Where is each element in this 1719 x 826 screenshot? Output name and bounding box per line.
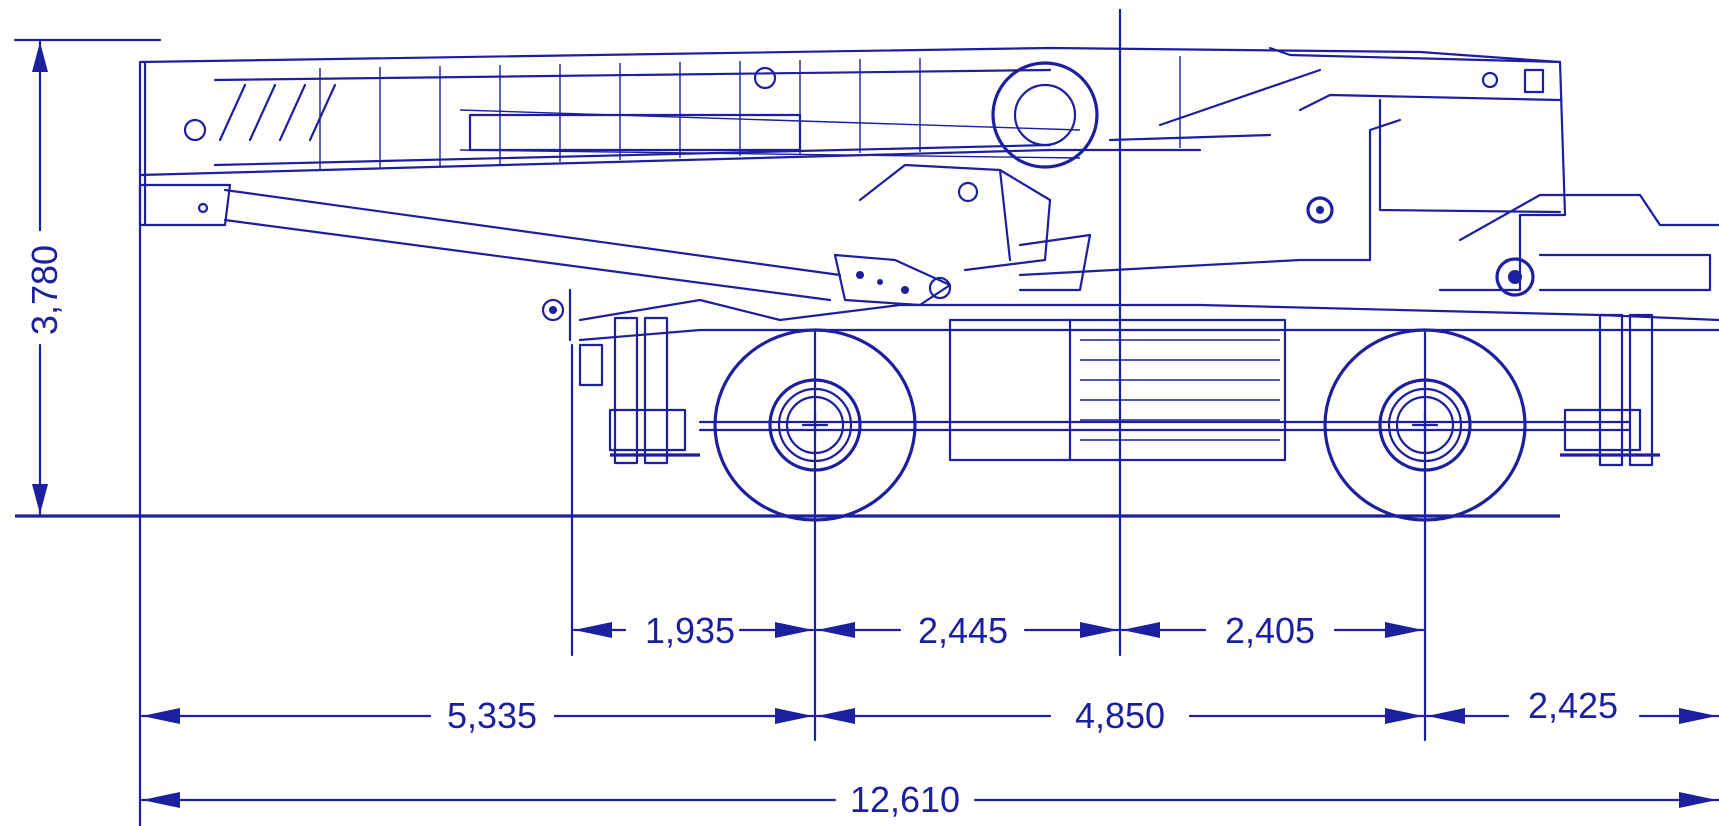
- dim-label-wheelbase: 4,850: [1075, 695, 1165, 736]
- dim-label-slew-center-to-rear-axle: 2,405: [1225, 610, 1315, 651]
- dim-overall-height: 3,780: [24, 40, 65, 516]
- telescopic-boom: [138, 46, 1562, 302]
- superstructure: [833, 8, 1719, 657]
- dim-label-overall-height: 3,780: [24, 245, 65, 335]
- carrier-chassis: [541, 288, 1719, 467]
- dim-label-front-outrigger-to-axle: 1,935: [645, 610, 735, 651]
- dim-label-overall-length: 12,610: [850, 779, 960, 820]
- dim-row-overall-length: 12,610: [140, 779, 1719, 820]
- dim-row-axle-spans: 5,335 4,850 2,425: [140, 685, 1719, 736]
- dim-label-rear-overhang: 2,425: [1528, 685, 1618, 726]
- dim-row-outrigger-spans: 1,935 2,445 2,405: [572, 610, 1425, 651]
- dim-label-front-overhang: 5,335: [447, 695, 537, 736]
- dimension-system: 3,780 1,935 2,445 2,405 5,335: [13, 38, 1719, 826]
- dim-label-axle-to-slew-center: 2,445: [918, 610, 1008, 651]
- crane-illustration: [15, 8, 1719, 657]
